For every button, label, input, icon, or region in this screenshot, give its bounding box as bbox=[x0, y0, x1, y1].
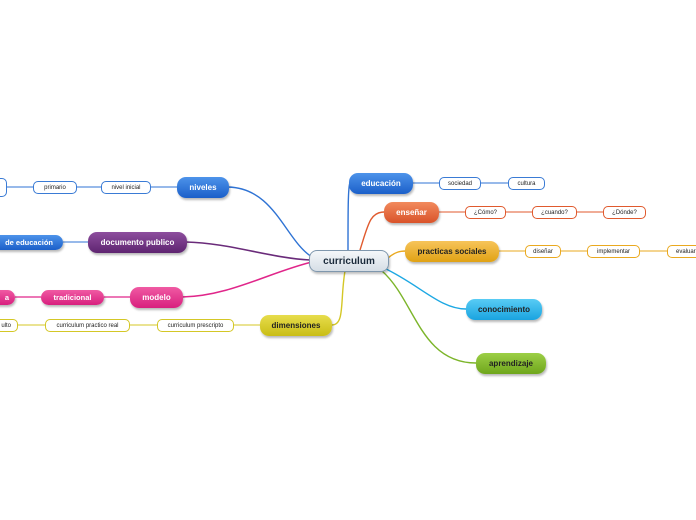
topic-aprendizaje[interactable]: aprendizaje bbox=[476, 353, 546, 374]
connector-educacion bbox=[347, 182, 351, 251]
subtopic-de-educacion[interactable]: de educación bbox=[0, 235, 63, 250]
connector-modelo bbox=[181, 261, 313, 298]
subtopic-implementar[interactable]: implementar bbox=[587, 245, 640, 258]
subtopic-partial-offscreen[interactable] bbox=[0, 178, 7, 197]
subtopic-sociedad[interactable]: sociedad bbox=[439, 177, 481, 190]
subtopic-nivel-inicial[interactable]: nivel inicial bbox=[101, 181, 151, 194]
central-topic-curriculum[interactable]: curriculum bbox=[309, 250, 389, 272]
subtopic-curriculum-prescripto[interactable]: curriculum prescripto bbox=[157, 319, 234, 332]
subtopic-cuando[interactable]: ¿cuando? bbox=[532, 206, 577, 219]
topic-dimensiones[interactable]: dimensiones bbox=[260, 315, 332, 336]
topic-modelo[interactable]: modelo bbox=[130, 287, 183, 308]
connector-dimensiones bbox=[331, 270, 346, 326]
subtopic-partial-a[interactable]: a bbox=[0, 290, 15, 305]
connector-ensenar bbox=[359, 211, 385, 251]
subtopic-tradicional[interactable]: tradicional bbox=[41, 290, 104, 305]
subtopic-como[interactable]: ¿Cómo? bbox=[465, 206, 506, 219]
subtopic-donde[interactable]: ¿Dónde? bbox=[603, 206, 646, 219]
connector-niveles bbox=[227, 186, 313, 258]
connector-practicas-sociales bbox=[387, 250, 407, 259]
subtopic-disenar[interactable]: diseñar bbox=[525, 245, 561, 258]
connector-conocimiento bbox=[383, 267, 467, 310]
subtopic-primario[interactable]: primario bbox=[33, 181, 77, 194]
connector-documento-publico bbox=[185, 241, 311, 261]
subtopic-evaluar[interactable]: evaluar bbox=[667, 245, 696, 258]
connector-aprendizaje bbox=[381, 270, 477, 364]
topic-practicas-sociales[interactable]: practicas sociales bbox=[405, 241, 499, 262]
topic-educacion[interactable]: educación bbox=[349, 173, 413, 194]
topic-conocimiento[interactable]: conocimiento bbox=[466, 299, 542, 320]
subtopic-cultura[interactable]: cultura bbox=[508, 177, 545, 190]
subtopic-partial-oculto[interactable]: ulto bbox=[0, 319, 18, 332]
topic-documento-publico[interactable]: documento publico bbox=[88, 232, 187, 253]
topic-niveles[interactable]: niveles bbox=[177, 177, 229, 198]
topic-ensenar[interactable]: enseñar bbox=[384, 202, 439, 223]
subtopic-curriculum-practico-real[interactable]: curriculum practico real bbox=[45, 319, 130, 332]
